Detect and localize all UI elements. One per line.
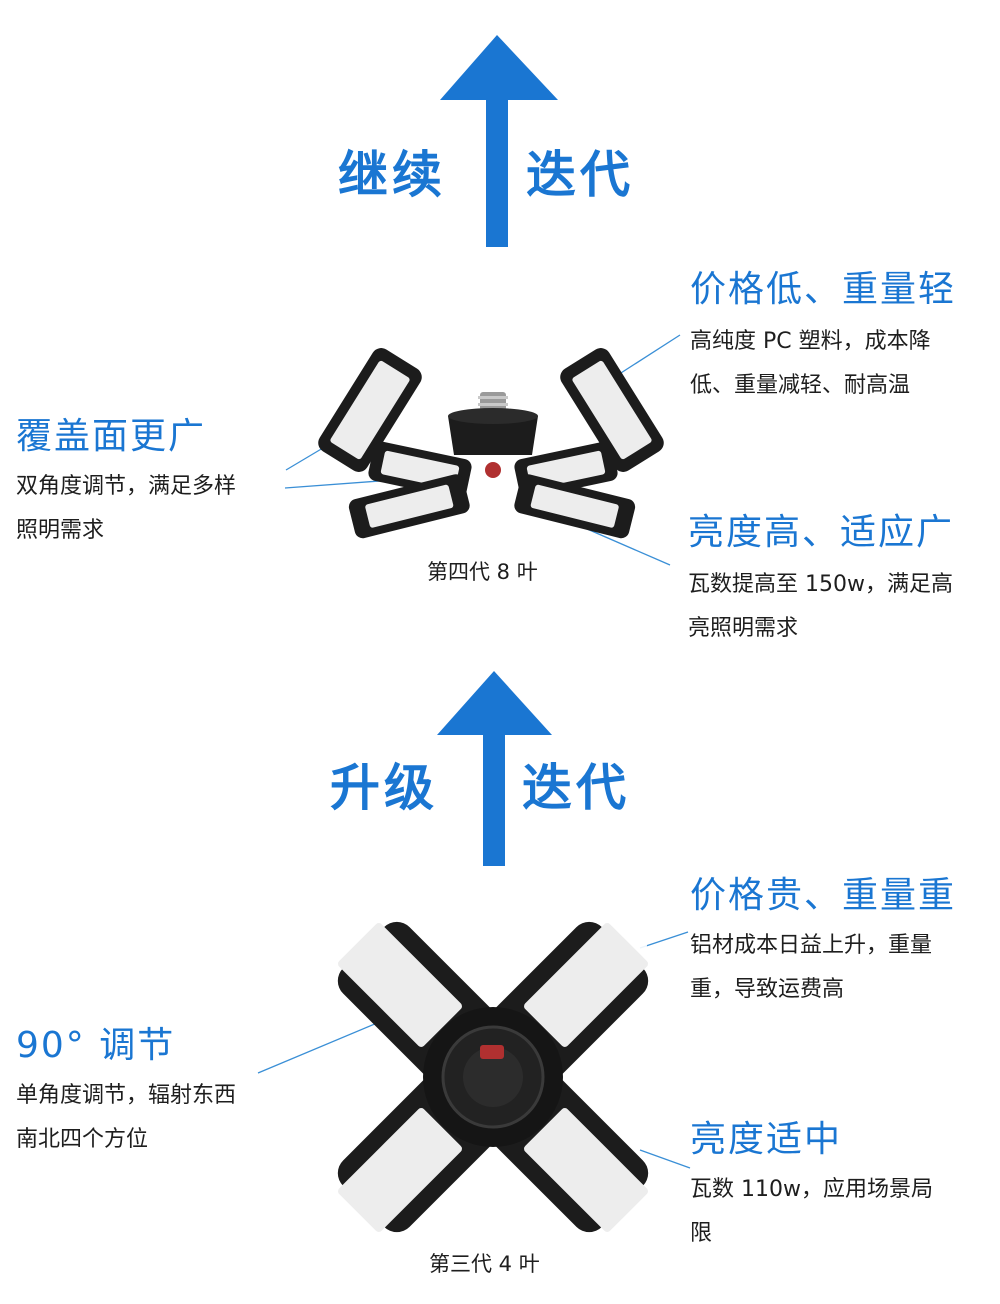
caption-gen3: 第三代 4 叶 [429, 1252, 540, 1276]
banner-iterate-2: 迭代 [522, 759, 630, 817]
feature-title: 价格低、重量轻 [690, 269, 957, 310]
feature-desc-line: 单角度调节，辐射东西 [16, 1083, 237, 1108]
feature-desc-line: 瓦数 110w，应用场景局 [690, 1177, 933, 1202]
banner-upgrade: 升级 [330, 759, 438, 817]
feature-coverage-gen4: 覆盖面更广 双角度调节，满足多样 照明需求 [16, 419, 236, 553]
feature-desc-line: 重，导致运费高 [690, 977, 845, 1002]
feature-desc-line: 高纯度 PC 塑料，成本降 [690, 329, 931, 354]
feature-desc-line: 南北四个方位 [16, 1127, 149, 1152]
leader-line [639, 931, 689, 949]
feature-desc-line: 双角度调节，满足多样 [16, 474, 237, 499]
feature-desc-line: 限 [690, 1221, 713, 1246]
feature-desc-line: 照明需求 [16, 518, 105, 543]
feature-title: 覆盖面更广 [16, 416, 207, 457]
leader-line [609, 334, 681, 381]
banner-iterate: 迭代 [526, 146, 634, 204]
feature-desc-line: 亮照明需求 [688, 616, 799, 641]
feature-desc-line: 铝材成本日益上升，重量 [690, 933, 933, 958]
arrow-up-icon [440, 35, 558, 247]
leader-line [639, 1149, 691, 1169]
feature-title: 价格贵、重量重 [690, 875, 957, 916]
caption-gen4: 第四代 8 叶 [427, 560, 538, 584]
feature-brightness-gen4: 亮度高、适应广 瓦数提高至 150w，满足高 亮照明需求 [688, 515, 954, 651]
feature-desc-line: 瓦数提高至 150w，满足高 [688, 572, 953, 597]
feature-adjust-gen3: 90° 调节 单角度调节，辐射东西 南北四个方位 [16, 1028, 236, 1162]
arrow-up-icon [437, 671, 552, 866]
lamp-gen4-illustration [318, 348, 664, 539]
feature-title: 90° 调节 [16, 1025, 176, 1066]
lamp-gen3-illustration [337, 919, 649, 1234]
feature-price-gen4: 价格低、重量轻 高纯度 PC 塑料，成本降 低、重量减轻、耐高温 [690, 272, 956, 408]
feature-title: 亮度适中 [690, 1119, 843, 1160]
feature-title: 亮度高、适应广 [688, 512, 955, 553]
feature-brightness-gen3: 亮度适中 瓦数 110w，应用场景局 限 [690, 1122, 933, 1256]
feature-desc-line: 低、重量减轻、耐高温 [690, 373, 911, 398]
feature-price-gen3: 价格贵、重量重 铝材成本日益上升，重量 重，导致运费高 [690, 878, 956, 1012]
banner-continue: 继续 [338, 146, 446, 204]
